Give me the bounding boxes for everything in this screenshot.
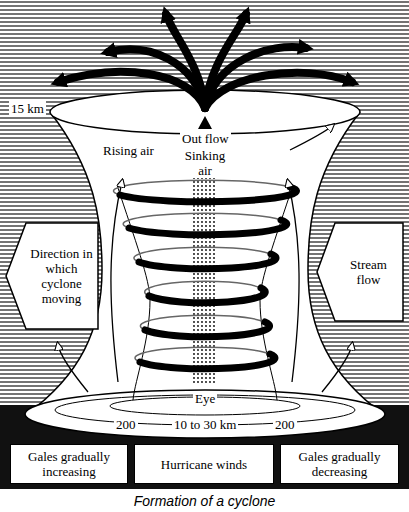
zone-box: Gales gradually decreasing [280,444,399,484]
sinking-air-label: Sinking air [177,148,233,178]
distance-label: 200 [273,417,297,432]
figure-caption: Formation of a cyclone [0,493,409,510]
eye-label: Eye [193,391,217,406]
distance-label: 10 to 30 km [172,417,238,432]
hatched-background [0,0,409,408]
stream-arrow: Stream flow [316,222,404,322]
spiral-band [120,187,297,369]
node-text: Gales gradually decreasing [286,449,393,479]
distance-label: 200 [114,417,138,432]
zone-box: Hurricane winds [134,444,274,484]
outflow-label: Out flow [180,131,231,146]
rising-air-label: Rising air [101,143,156,158]
arrow-shape [317,223,403,321]
rising-air-arrow [58,126,352,392]
spiral-back [113,180,290,362]
node-text: Direction in which cyclone moving [28,246,95,306]
zone-box: Gales gradually increasing [10,444,128,484]
outflow-triangle [198,116,212,129]
outflow-arrow [58,14,352,108]
node-text: Hurricane winds [161,457,247,472]
height-label: 15 km [9,101,46,116]
node-text: Gales gradually increasing [16,449,122,479]
arrow-shape [6,223,98,329]
base-ellipse [25,390,385,438]
direction-arrow: Direction in which cyclone moving [5,222,99,330]
node-text: Stream flow [337,257,400,287]
